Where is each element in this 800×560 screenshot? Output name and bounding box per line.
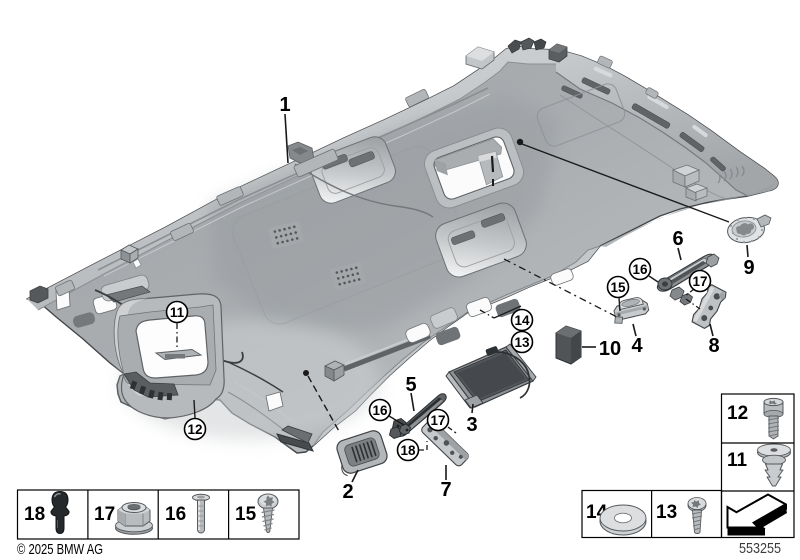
svg-text:9: 9	[743, 257, 754, 279]
svg-text:5: 5	[405, 374, 416, 396]
svg-text:4: 4	[631, 335, 643, 357]
svg-text:18: 18	[24, 504, 45, 525]
svg-text:16: 16	[372, 403, 388, 418]
svg-text:15: 15	[235, 504, 257, 525]
svg-text:18: 18	[400, 443, 416, 458]
svg-text:553255: 553255	[739, 541, 781, 557]
svg-text:17: 17	[94, 504, 115, 525]
svg-text:© 2025 BMW AG: © 2025 BMW AG	[17, 541, 103, 558]
svg-text:17: 17	[692, 274, 707, 289]
svg-text:11: 11	[727, 450, 748, 471]
svg-text:10: 10	[599, 338, 621, 360]
svg-text:13: 13	[514, 335, 530, 350]
svg-text:13: 13	[656, 502, 677, 523]
svg-text:1: 1	[279, 94, 290, 116]
svg-text:12: 12	[727, 403, 748, 424]
svg-text:16: 16	[165, 504, 186, 525]
svg-text:16: 16	[632, 262, 648, 277]
svg-text:15: 15	[610, 280, 626, 295]
svg-text:11: 11	[170, 305, 185, 320]
svg-text:3: 3	[466, 414, 477, 436]
svg-text:8: 8	[708, 335, 719, 357]
svg-text:14: 14	[514, 313, 530, 328]
svg-text:2: 2	[342, 481, 353, 503]
svg-text:12: 12	[187, 422, 202, 437]
svg-text:6: 6	[672, 228, 683, 250]
svg-text:17: 17	[430, 413, 445, 428]
svg-text:7: 7	[440, 479, 451, 501]
